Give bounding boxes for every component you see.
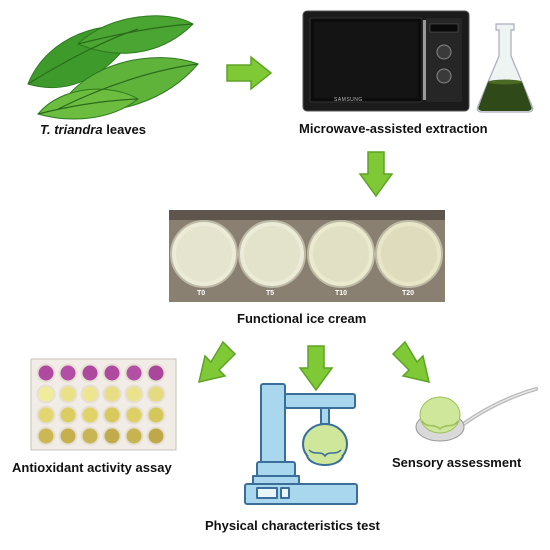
ice-cream-label: Functional ice cream [237,311,367,326]
plate-well [126,407,142,423]
sample-label: T5 [266,290,275,297]
microwave-icon [302,10,470,112]
ice-cream-samples-photo: T0 T5 T10 T20 [169,210,445,302]
arrow-right-icon [226,55,273,91]
plate-well [104,365,120,381]
plate-well [38,365,54,381]
plate-well [60,407,76,423]
arrow-down-icon [298,345,334,392]
plate-well [126,428,142,444]
plate-well [60,386,76,402]
arrow-down-right-icon [391,340,431,384]
plate-well [60,365,76,381]
sample-label: T20 [402,290,415,297]
plate-well [126,365,142,381]
ice-cream-cups [169,210,445,302]
microwave-brand-text: SAMSUNG [334,97,363,103]
plate-well [82,428,98,444]
plate-well [38,407,54,423]
texture-analyzer-icon [244,383,358,505]
arrow-down-left-icon [197,340,237,384]
plate-well [126,386,142,402]
antioxidant-label: Antioxidant activity assay [12,460,172,475]
extraction-label: Microwave-assisted extraction [299,121,488,136]
plate-well [104,407,120,423]
plate-well [148,428,164,444]
leaves-label: T. triandra leaves [40,122,146,137]
plate-well [82,365,98,381]
plate-well [82,386,98,402]
plate-well [60,428,76,444]
microplate-icon [30,358,177,451]
plate-well [38,428,54,444]
arrow-down-icon [358,151,394,198]
sample-label: T10 [335,290,348,297]
plate-well [148,407,164,423]
sensory-label: Sensory assessment [392,455,522,470]
physical-label: Physical characteristics test [205,518,380,533]
erlenmeyer-flask-icon [476,23,534,113]
sample-label: T0 [197,290,206,297]
plate-well [82,407,98,423]
ice-cream-spoon-icon [415,387,538,442]
plate-well [104,386,120,402]
plate-well [148,365,164,381]
plate-well [38,386,54,402]
ice-cream-scoop-icon [302,423,348,466]
plate-well [148,386,164,402]
tea-leaves-icon [27,15,199,120]
plate-well [104,428,120,444]
